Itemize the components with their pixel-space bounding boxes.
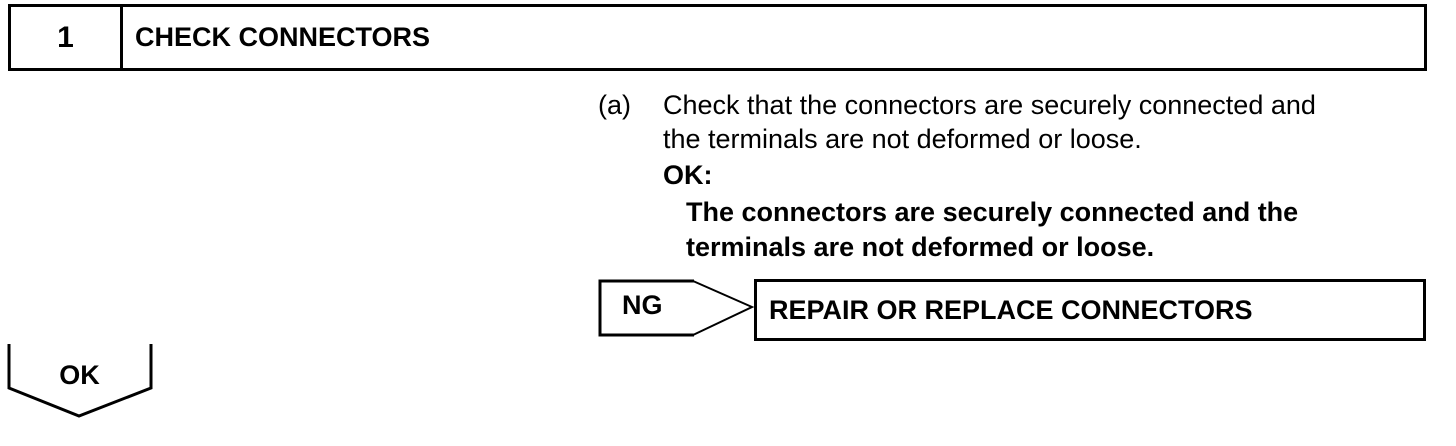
ng-branch: NG — [596, 279, 756, 337]
ok-branch: OK — [6, 344, 156, 420]
instruction-line-1: Check that the connectors are securely c… — [663, 90, 1316, 120]
step-header: 1 CHECK CONNECTORS — [8, 4, 1427, 71]
step-title: CHECK CONNECTORS — [135, 22, 431, 52]
ng-action-box: REPAIR OR REPLACE CONNECTORS — [754, 279, 1426, 341]
ng-arrow-shape — [598, 279, 755, 337]
ok-condition-line-2: terminals are not deformed or loose. — [686, 232, 1155, 262]
ng-label: NG — [622, 290, 663, 320]
ok-condition-line-1: The connectors are securely connected an… — [686, 197, 1299, 227]
step-number: 1 — [11, 7, 123, 68]
instruction-marker: (a) — [598, 90, 631, 120]
ok-condition-label: OK: — [663, 160, 713, 190]
ok-arrow-down-shape — [7, 344, 153, 418]
instruction-line-2: the terminals are not deformed or loose. — [663, 124, 1142, 154]
ok-label: OK — [59, 360, 100, 390]
